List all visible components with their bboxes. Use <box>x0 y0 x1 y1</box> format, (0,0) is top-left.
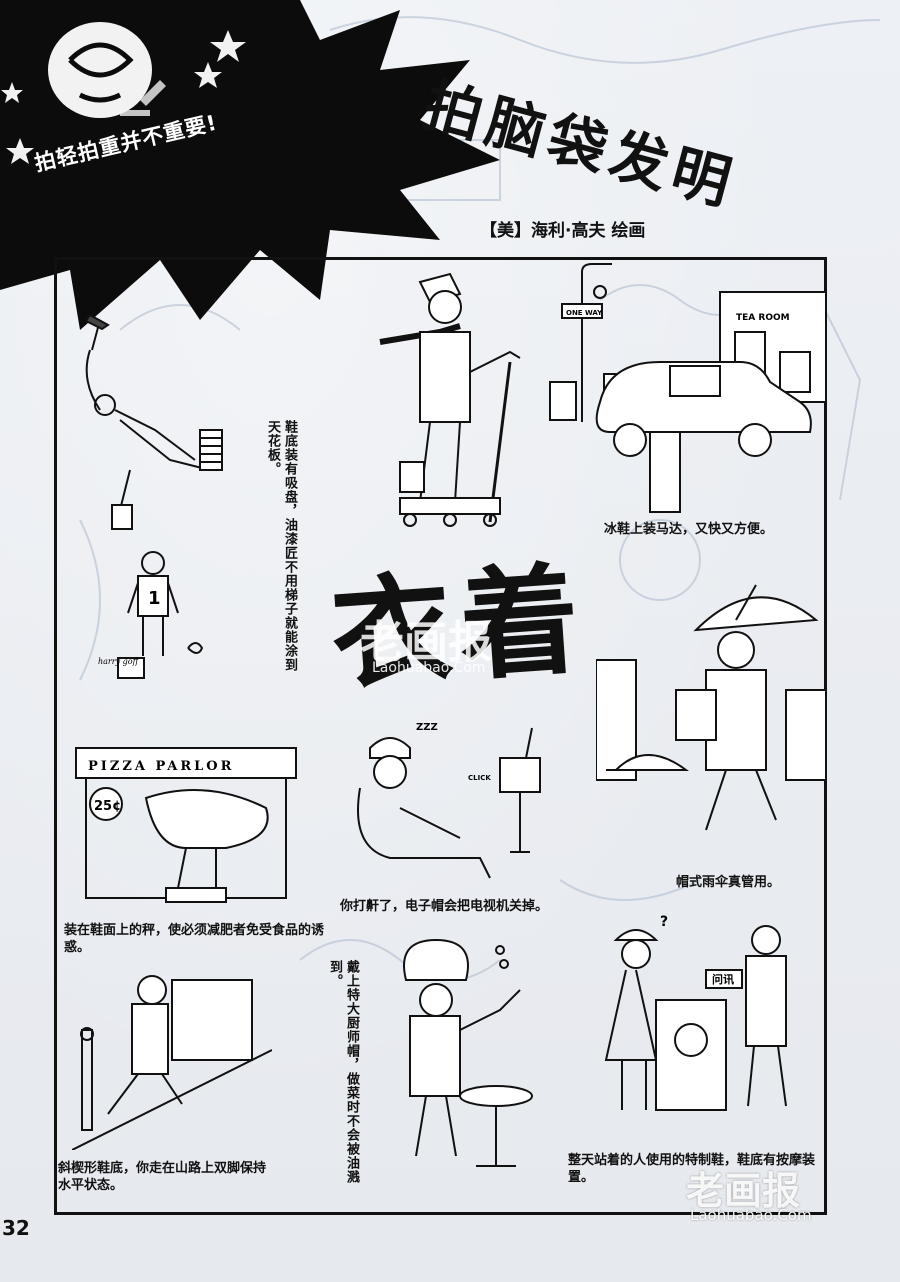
caption-massage-shoes: 整天站着的人使用的特制鞋，鞋底有按摩装置。 <box>568 1153 816 1185</box>
shirt-number: 1 <box>148 588 161 609</box>
caption-ceiling-painter: 鞋底装有吸盘，油漆匠不用梯子就能涂到天花板。 <box>265 420 297 672</box>
price-sign: 25¢ <box>94 799 121 814</box>
question-mark: ? <box>660 914 668 930</box>
massage-shoes-illustration: 问讯 ? <box>604 914 787 1111</box>
ceiling-painter-illustration <box>84 313 223 530</box>
artist-signature: harry goff <box>98 657 140 666</box>
pizza-parlor-illustration: PIZZA PARLOR 25¢ <box>75 747 297 903</box>
hill-shoes-illustration <box>72 975 272 1150</box>
street-scene-illustration: TEA ROOM ONE WAY <box>549 263 825 513</box>
caption-diet-scale: 装在鞋面上的秤，使必须减肥者免受食品的诱惑。 <box>64 923 325 955</box>
watermark-brand-center: 老画报 <box>360 617 492 668</box>
illustrator-credit: 【美】海利·高夫 绘画 <box>480 221 646 241</box>
starburst-banner <box>0 0 500 330</box>
standing-boy-illustration: 1 harry goff <box>98 551 204 679</box>
motor-skates-illustration <box>379 272 521 527</box>
star-icons <box>1 30 246 164</box>
caption-motor-skates: 冰鞋上装马达，又快又方便。 <box>604 522 774 537</box>
cartoon-head-icon <box>48 22 152 118</box>
watermark-url-corner: Laohuabao.Com <box>690 1206 812 1224</box>
caption-chef-hat: 戴上特大厨师帽，做菜时不会被油溅到。 <box>327 960 359 1184</box>
pizza-parlor-sign: PIZZA PARLOR <box>88 759 234 774</box>
watermark-brand-corner: 老画报 <box>686 1169 801 1213</box>
info-desk-sign: 问讯 <box>712 972 734 986</box>
chef-hat-illustration <box>403 938 533 1167</box>
tea-room-sign: TEA ROOM <box>736 313 790 323</box>
snore-text: ZZZ <box>416 722 438 733</box>
caption-hill-shoes: 斜楔形鞋底，你走在山路上双脚保持水平状态。 <box>58 1161 267 1193</box>
umbrella-hat-illustration <box>596 584 826 831</box>
caption-tv-hat: 你打鼾了，电子帽会把电视机关掉。 <box>340 899 549 914</box>
one-way-sign: ONE WAY <box>566 309 603 317</box>
caption-umbrella-hat: 帽式雨伞真管用。 <box>676 875 781 890</box>
page-number: 32 <box>2 1216 30 1240</box>
click-text: CLICK <box>468 774 491 782</box>
tv-hat-illustration: ZZZ CLICK <box>357 722 541 879</box>
watermark-url-center: Laohuabao.Com <box>372 660 486 676</box>
